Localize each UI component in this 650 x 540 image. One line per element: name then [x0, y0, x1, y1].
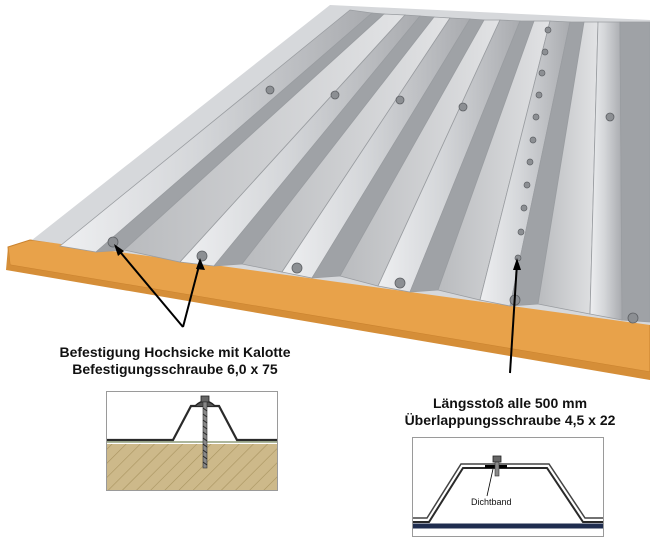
fastening-callout-line2: Befestigungsschraube 6,0 x 75	[72, 361, 278, 377]
callout-arrows	[115, 246, 518, 374]
fastening-callout: Befestigung Hochsicke mit Kalotte Befest…	[40, 344, 310, 378]
overlap-callout: Längsstoß alle 500 mm Überlappungsschrau…	[370, 395, 650, 429]
fastening-callout-line1: Befestigung Hochsicke mit Kalotte	[59, 344, 291, 360]
sheet-ribs	[59, 9, 650, 323]
insulation-board-edge	[6, 247, 650, 380]
upper-sheet-profile	[413, 463, 603, 519]
screw-shank	[202, 401, 208, 469]
screw-head	[200, 395, 210, 403]
overlap-screw-head	[492, 455, 502, 463]
overlap-callout-line2: Überlappungsschraube 4,5 x 22	[404, 412, 616, 428]
wood-substrate	[107, 444, 277, 490]
detail-high-rib-fastening	[106, 391, 278, 491]
arrow-heads	[114, 244, 521, 270]
seal-leader-line	[486, 468, 494, 497]
overlap-screw-shank	[494, 461, 500, 477]
sheet-profile	[107, 404, 277, 442]
fastening-screws	[107, 85, 639, 324]
overlap-callout-line1: Längsstoß alle 500 mm	[432, 395, 588, 411]
seal-label: Dichtband	[471, 497, 512, 507]
detail-longitudinal-overlap: Dichtband	[412, 437, 604, 537]
insulation-board	[7, 239, 650, 373]
